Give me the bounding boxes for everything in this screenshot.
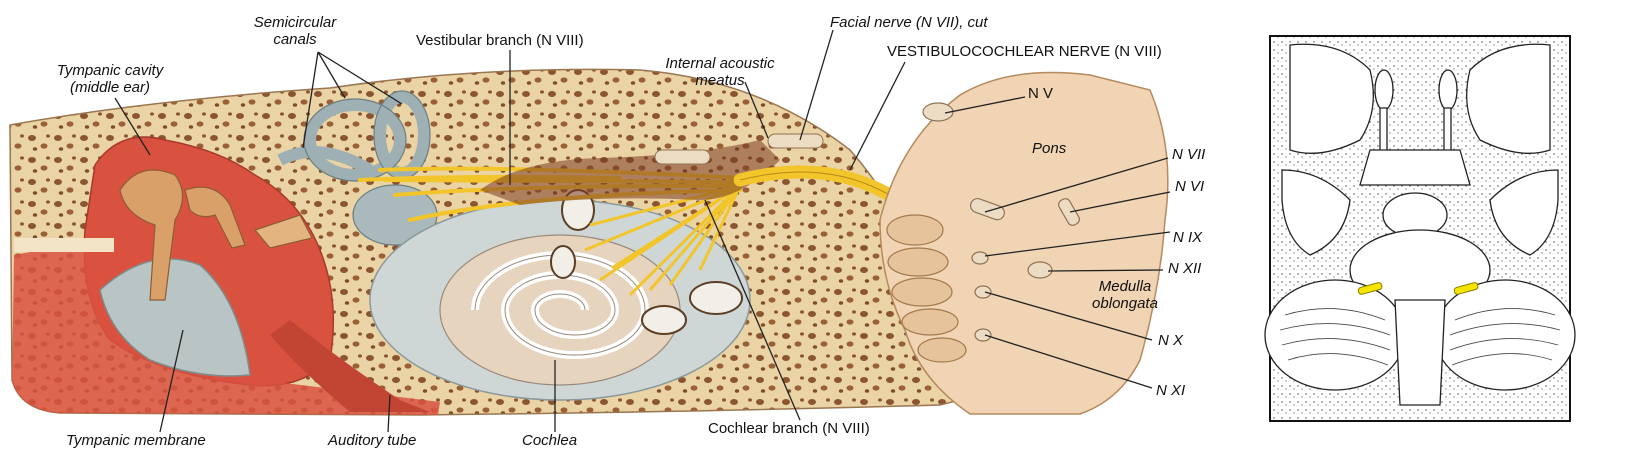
- leader-lines: [114, 29, 1171, 433]
- label-cochlea: Cochlea: [522, 432, 578, 449]
- inset-nerve-right: [1453, 282, 1479, 295]
- incus: [184, 186, 246, 249]
- label-tympanic-cavity: Tympanic cavity (middle ear): [40, 62, 180, 96]
- label-semicircular-line2: canals: [273, 31, 317, 48]
- brain-base-inset: [1264, 35, 1576, 422]
- auditory-tube-shape: [270, 320, 430, 412]
- label-vestibulocochlear-nerve: VESTIBULOCOCHLEAR NERVE (N VIII): [887, 43, 1162, 60]
- semicircular-canals-shape: [277, 91, 430, 181]
- inset-nerve-left: [1357, 282, 1383, 295]
- label-facial-nerve: Facial nerve (N VII), cut: [830, 14, 988, 31]
- label-meatus-line1: Internal acoustic: [665, 55, 775, 72]
- label-semicircular-canals: Semicircular canals: [250, 14, 340, 48]
- label-n-ix: N IX: [1173, 229, 1203, 246]
- label-pons: Pons: [1032, 140, 1067, 157]
- cochlea-shape: [369, 189, 751, 401]
- label-tympanic-cavity-line2: (middle ear): [69, 79, 151, 96]
- label-tympanic-cavity-line1: Tympanic cavity: [56, 62, 164, 79]
- cochlear-branch-fibers: [584, 184, 742, 297]
- label-medulla-oblongata: Medulla oblongata: [1080, 278, 1170, 312]
- label-n-x: N X: [1158, 332, 1184, 349]
- malleus: [119, 169, 184, 301]
- label-n-xii: N XII: [1168, 260, 1202, 277]
- label-n-vi: N VI: [1175, 178, 1205, 195]
- label-n-vii: N VII: [1172, 146, 1206, 163]
- label-medulla-line1: Medulla: [1098, 278, 1152, 295]
- canal-wall: [14, 238, 114, 252]
- label-auditory-tube: Auditory tube: [328, 432, 417, 449]
- cerebellum-folds: [886, 214, 967, 363]
- label-n-xi: N XI: [1156, 382, 1186, 399]
- stapes: [253, 214, 313, 249]
- facial-nerve-stump: [654, 149, 711, 165]
- nerve-xii-stub: [1027, 261, 1053, 279]
- label-semicircular-line1: Semicircular: [253, 14, 337, 31]
- label-meatus-line2: meatus: [695, 72, 745, 89]
- label-cochlear-branch: Cochlear branch (N VIII): [708, 420, 870, 437]
- label-vestibular-branch: Vestibular branch (N VIII): [416, 32, 584, 49]
- nerve-vi-stub: [1058, 198, 1080, 226]
- label-medulla-line2: oblongata: [1092, 295, 1158, 312]
- label-n-v: N V: [1028, 85, 1054, 102]
- nerve-vii-stub: [970, 197, 1005, 221]
- label-tympanic-membrane: Tympanic membrane: [66, 432, 206, 449]
- label-internal-acoustic-meatus: Internal acoustic meatus: [650, 55, 790, 89]
